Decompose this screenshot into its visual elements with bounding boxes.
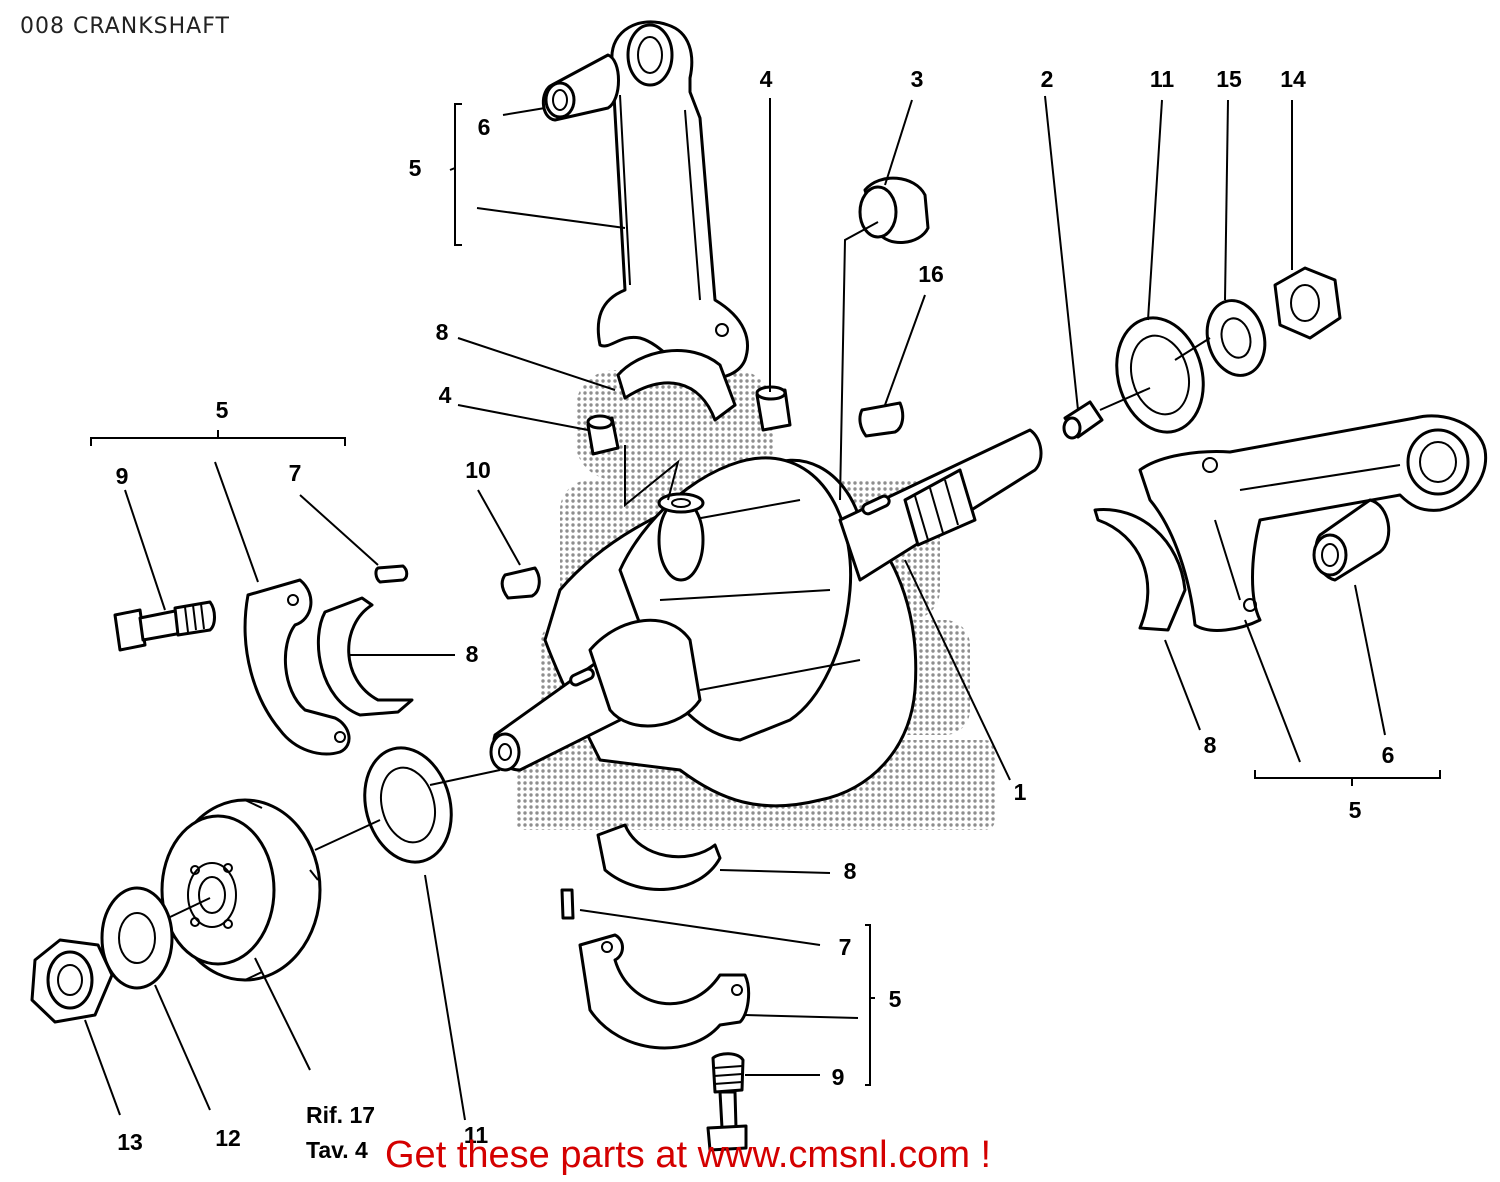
left-main-bearing-shell	[317, 596, 414, 717]
nut-14	[1273, 266, 1342, 340]
left-main-bearing-cap	[243, 578, 351, 756]
callout-5-right-rod: 5	[1349, 797, 1362, 823]
lower-main-bearing-shell	[596, 823, 722, 891]
callout-12: 12	[215, 1125, 241, 1151]
cap-bolt-lower	[706, 1052, 748, 1152]
callout-8-lower: 8	[844, 858, 857, 884]
reference-note-line-1: Rif. 17	[306, 1102, 375, 1128]
callout-16: 16	[918, 261, 944, 287]
callout-9-lower: 9	[832, 1064, 845, 1090]
callout-5-left-cap: 5	[216, 397, 229, 423]
lower-main-bearing-cap	[578, 933, 751, 1050]
crankshaft	[489, 428, 1043, 808]
woodruff-key-16	[858, 401, 905, 438]
callout-2: 2	[1041, 66, 1054, 92]
callout-8-right: 8	[1204, 732, 1217, 758]
upper-rod-bearing-shell	[616, 349, 737, 422]
callout-1: 1	[1014, 779, 1027, 805]
thrust-washer-left	[363, 746, 453, 864]
callout-11-right: 11	[1150, 66, 1175, 92]
callout-8-left: 8	[466, 641, 479, 667]
callout-4-left: 4	[439, 382, 452, 408]
lock-washer-12	[100, 886, 174, 990]
timing-gear	[160, 798, 322, 982]
callout-5-upper-rod: 5	[409, 155, 422, 181]
callout-6-right: 6	[1382, 742, 1395, 768]
callout-13: 13	[117, 1129, 143, 1155]
callout-4-top: 4	[760, 66, 773, 92]
right-connecting-rod-assembly	[1093, 414, 1488, 632]
promo-banner-link[interactable]: Get these parts at www.cmsnl.com !	[385, 1134, 992, 1176]
grub-screw-upper	[755, 385, 792, 432]
nut-13	[30, 938, 114, 1024]
callout-11-left: 11	[464, 1122, 489, 1148]
lock-washer-15	[1205, 299, 1267, 377]
callout-3: 3	[911, 66, 924, 92]
callout-5-lower-cap: 5	[889, 986, 902, 1012]
woodruff-key-10	[500, 566, 541, 600]
callout-7-left: 7	[289, 460, 302, 486]
callout-15: 15	[1216, 66, 1242, 92]
threaded-plug	[858, 176, 930, 245]
callout-10: 10	[465, 457, 491, 483]
callout-9-left: 9	[116, 463, 129, 489]
callout-labels: 1 2 3 4 4 5 5 5 5 6 6 7 7 8 8 8 8 9 9 10…	[116, 66, 1395, 1163]
reference-note-line-2: Tav. 4	[306, 1137, 368, 1163]
callout-6-upper: 6	[478, 114, 491, 140]
callout-8-upper: 8	[436, 319, 449, 345]
diagram-title: 008 CRANKSHAFT	[20, 14, 230, 39]
grub-screw-left	[586, 414, 620, 456]
thrust-washer-right	[1115, 316, 1205, 434]
grub-screw-2	[1062, 400, 1104, 440]
leader-lines	[84, 95, 1441, 1121]
callout-7-lower: 7	[839, 934, 852, 960]
dowel-pin-left	[374, 564, 409, 584]
dowel-pin-lower	[560, 888, 575, 920]
upper-connecting-rod-assembly	[541, 20, 749, 380]
cap-bolt-left	[113, 600, 216, 652]
callout-14: 14	[1280, 66, 1306, 92]
